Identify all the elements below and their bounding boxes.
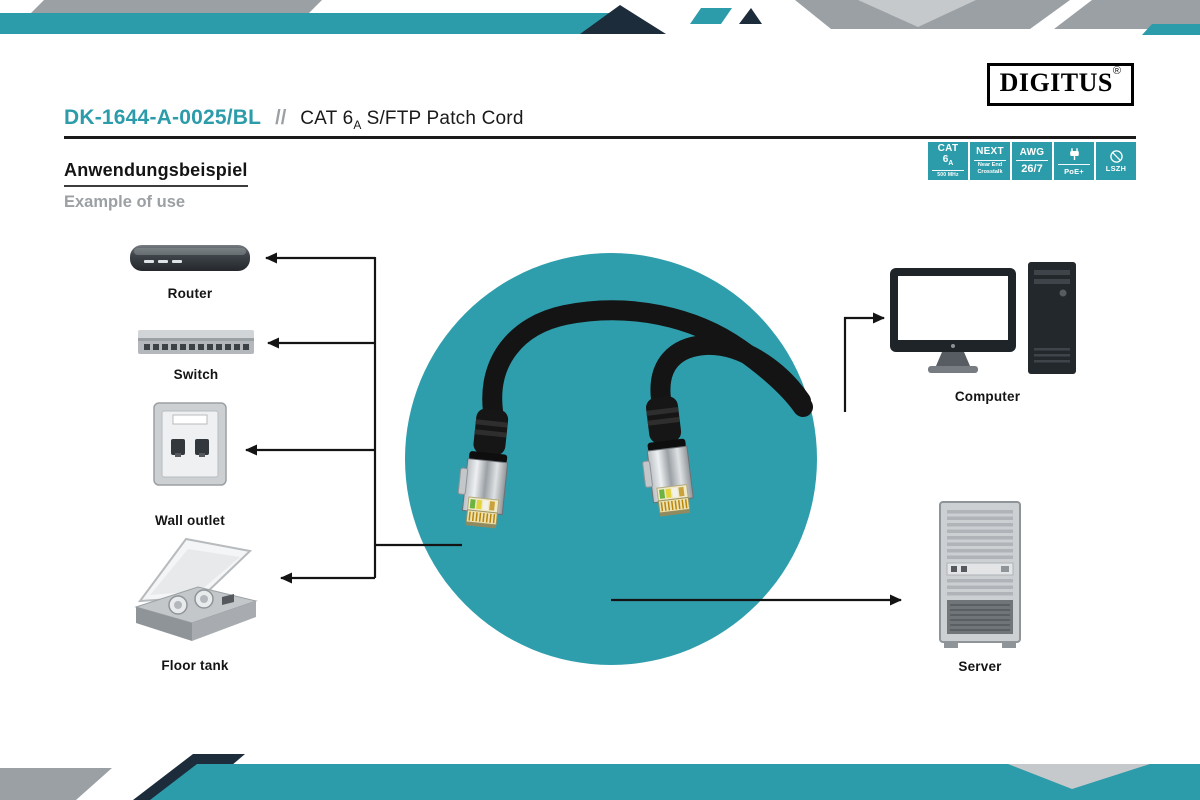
badge-cat-mhz: 500 MHz [937, 172, 959, 178]
deco-shape [739, 8, 762, 24]
badge-divider [1058, 164, 1090, 166]
device-label: Wall outlet [155, 513, 225, 528]
device-label: Computer [954, 389, 1021, 404]
floor-tank-icon [134, 537, 258, 641]
badge-divider [932, 169, 964, 171]
wall-outlet-icon [153, 402, 227, 486]
deco-shape [0, 13, 652, 34]
patch-cord-circle [405, 253, 817, 665]
deco-shape [690, 8, 732, 24]
rj45-connector-right [634, 393, 696, 519]
product-name: CAT 6A S/FTP Patch Cord [300, 108, 523, 132]
deco-shape [1142, 24, 1200, 35]
device-label: Floor tank [161, 658, 229, 673]
badge-cat6a: CAT 6A 500 MHz [928, 142, 968, 180]
deco-shape [30, 0, 322, 14]
badge-divider [1016, 160, 1048, 161]
server-device: Server [934, 500, 1026, 674]
badge-divider [974, 159, 1006, 161]
badge-cat-value: 6A [942, 154, 954, 168]
header-separator: // [275, 107, 287, 129]
badge-next-line3: Crosstalk [977, 168, 1003, 175]
page-header: DK-1644-A-0025/BL // CAT 6A S/FTP Patch C… [64, 106, 524, 132]
no-halogen-icon [1109, 149, 1124, 164]
product-name-subscript: A [353, 117, 362, 132]
badge-cat-num: 6 [942, 154, 949, 165]
badge-cat-label: CAT [937, 143, 959, 154]
switch-icon [138, 330, 254, 354]
badge-poe: PoE+ [1054, 142, 1094, 180]
floor-tank-device: Floor tank [128, 527, 262, 673]
spec-badges: CAT 6A 500 MHz NEXT Near End Crosstalk A… [928, 142, 1136, 180]
cable-right [650, 334, 811, 411]
badge-lszh: LSZH [1096, 142, 1136, 180]
product-name-prefix: CAT 6 [300, 108, 354, 129]
badge-awg-label: AWG [1019, 146, 1045, 158]
badge-awg-value: 26/7 [1021, 162, 1043, 175]
badge-lszh-label: LSZH [1105, 164, 1127, 174]
digitus-logo: DIGITUS® [986, 63, 1134, 106]
badge-poe-label: PoE+ [1064, 166, 1084, 176]
switch-device: Switch [136, 326, 256, 382]
section-title-english: Example of use [64, 193, 186, 211]
header-rule [64, 136, 1136, 139]
deco-shape [0, 768, 112, 800]
logo-text: DIGITUS [999, 68, 1113, 97]
plug-icon [1067, 147, 1082, 162]
badge-cat-num-sub: A [948, 160, 954, 167]
router-icon [130, 245, 250, 271]
badge-next-label: NEXT [976, 146, 1004, 157]
device-label: Switch [173, 367, 219, 382]
badge-next: NEXT Near End Crosstalk [970, 142, 1010, 180]
registered-mark: ® [1112, 65, 1121, 77]
badge-next-line2: Near End [977, 162, 1003, 168]
router-device: Router [128, 239, 252, 301]
wall-outlet-device: Wall outlet [151, 401, 229, 528]
rj45-connector-left [454, 405, 514, 530]
product-name-suffix: S/FTP Patch Cord [366, 108, 524, 129]
computer-icon [890, 262, 1076, 374]
device-label: Router [167, 286, 213, 301]
server-icon [939, 501, 1021, 648]
arrow-to-computer [843, 312, 885, 412]
computer-device: Computer [890, 262, 1085, 404]
section-title-german: Anwendungsbeispiel [64, 160, 248, 187]
patch-cord-illustration [454, 300, 813, 530]
section-heading: Anwendungsbeispiel Example of use [64, 160, 248, 212]
badge-awg: AWG 26/7 [1012, 142, 1052, 180]
model-number: DK-1644-A-0025/BL [64, 106, 262, 129]
deco-shape [795, 0, 1200, 29]
device-label: Server [958, 659, 1002, 674]
